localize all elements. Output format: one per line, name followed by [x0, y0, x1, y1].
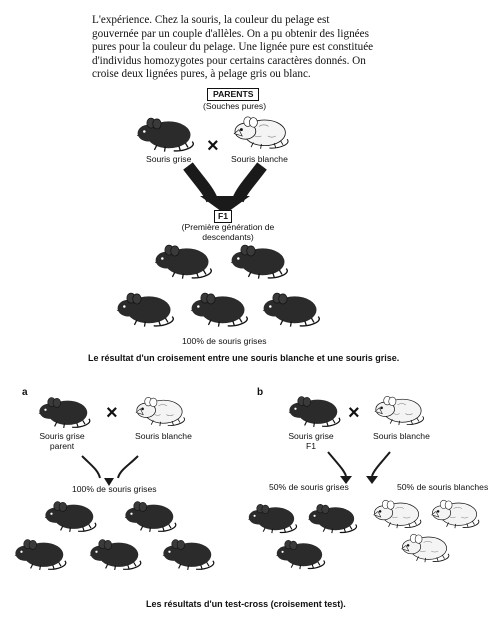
panel-b-result-white: 50% de souris blanches [397, 482, 489, 492]
grey-mouse-icon [262, 292, 320, 328]
grey-mouse-icon [288, 395, 341, 428]
f1-label: F1 [214, 210, 233, 223]
top-cross-symbol: × [207, 135, 219, 157]
curved-arrow-icon [183, 162, 267, 214]
curved-arrow-icon [81, 455, 139, 486]
panel-a-result: 100% de souris grises [72, 484, 157, 494]
grey-mouse-icon [247, 503, 298, 534]
panel-a-grey-label: Souris grise parent [39, 431, 85, 451]
white-mouse-icon [373, 499, 422, 529]
top-grey-label: Souris grise [146, 154, 192, 164]
panel-a-letter: a [22, 387, 28, 398]
white-mouse-icon [374, 395, 424, 426]
panel-b-white-label: Souris blanche [373, 431, 430, 441]
intro-lead: L'expérience. [92, 14, 153, 26]
panel-b-letter: b [257, 387, 264, 398]
grey-mouse-icon [275, 539, 326, 570]
grey-mouse-icon [88, 538, 142, 571]
grey-mouse-icon [307, 503, 358, 534]
top-result: 100% de souris grises [182, 336, 267, 346]
grey-mouse-icon [43, 500, 97, 533]
parents-label: PARENTS [207, 88, 260, 101]
grey-mouse-icon [161, 538, 215, 571]
grey-mouse-icon [13, 538, 67, 571]
panel-b-result-grey: 50% de souris grises [269, 482, 349, 492]
panel-a-white-label: Souris blanche [135, 431, 192, 441]
grey-mouse-icon [136, 117, 194, 153]
parents-sublabel: (Souches pures) [203, 101, 267, 111]
white-mouse-icon [233, 116, 289, 150]
f1-sublabel: (Première génération de descendants) [181, 222, 275, 242]
white-mouse-icon [135, 396, 185, 427]
curved-arrow-icon [327, 451, 391, 484]
grey-mouse-icon [38, 396, 91, 429]
panel-a-cross-symbol: × [106, 402, 118, 424]
panel-b-cross-symbol: × [348, 402, 360, 424]
grey-mouse-icon [154, 244, 212, 280]
intro-paragraph: L'expérience. Chez la souris, la couleur… [92, 14, 377, 82]
panel-b-grey-label: Souris grise F1 [288, 431, 334, 451]
grey-mouse-icon [123, 500, 177, 533]
white-mouse-icon [401, 533, 450, 563]
grey-mouse-icon [230, 244, 288, 280]
intro-text: Chez la souris, la couleur du pelage est… [92, 14, 374, 81]
grey-mouse-icon [116, 292, 174, 328]
white-mouse-icon [431, 499, 480, 529]
top-white-label: Souris blanche [231, 154, 288, 164]
top-caption: Le résultat d'un croisement entre une so… [88, 353, 400, 363]
bottom-caption: Les résultats d'un test-cross (croisemen… [146, 599, 346, 609]
grey-mouse-icon [190, 292, 248, 328]
